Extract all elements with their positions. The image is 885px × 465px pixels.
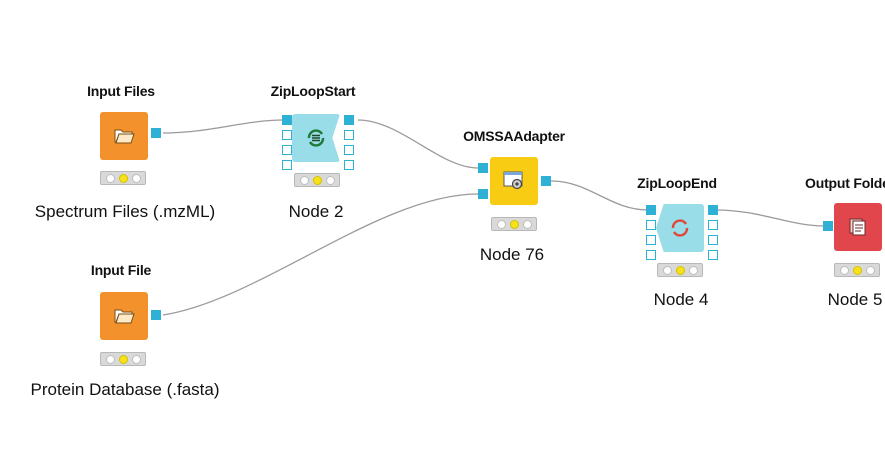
status-light-green xyxy=(689,266,698,275)
settings-window-icon xyxy=(503,171,523,190)
input-port[interactable] xyxy=(646,235,656,245)
input-port[interactable] xyxy=(282,160,292,170)
input-port[interactable] xyxy=(478,163,488,173)
node-title: ZipLoopEnd xyxy=(637,175,717,191)
node-label[interactable]: Node 5 xyxy=(827,290,883,309)
node-title: OMSSAAdapter xyxy=(463,128,565,144)
status-light-green xyxy=(326,176,335,185)
node-output-folder-body[interactable] xyxy=(834,203,882,251)
status-traffic-light xyxy=(100,352,146,366)
node-label[interactable]: Node 2 xyxy=(288,202,344,221)
node-title: Output Folder xyxy=(805,175,885,191)
output-port[interactable] xyxy=(344,115,354,125)
node-label[interactable]: Node 76 xyxy=(479,245,545,264)
input-port[interactable] xyxy=(282,145,292,155)
input-port[interactable] xyxy=(646,220,656,230)
status-light-red xyxy=(300,176,309,185)
status-light-red xyxy=(663,266,672,275)
output-port[interactable] xyxy=(151,128,161,138)
status-traffic-light xyxy=(834,263,880,277)
node-omssa-adapter-body[interactable] xyxy=(490,157,538,205)
output-port[interactable] xyxy=(708,235,718,245)
status-light-yellow xyxy=(313,176,322,185)
status-light-green xyxy=(866,266,875,275)
connection-input-files-to-zip-loop-start[interactable] xyxy=(162,119,284,134)
status-light-red xyxy=(840,266,849,275)
input-port[interactable] xyxy=(282,115,292,125)
output-port[interactable] xyxy=(708,250,718,260)
output-port[interactable] xyxy=(344,130,354,140)
input-port[interactable] xyxy=(282,130,292,140)
status-light-green xyxy=(132,174,141,183)
connection-zip-loop-start-to-omssa-adapter[interactable] xyxy=(357,119,479,169)
loop-end-icon xyxy=(671,219,689,237)
output-port[interactable] xyxy=(708,220,718,230)
output-port[interactable] xyxy=(708,205,718,215)
status-traffic-light xyxy=(491,217,537,231)
status-light-green xyxy=(132,355,141,364)
input-port[interactable] xyxy=(646,205,656,215)
node-label[interactable]: Protein Database (.fasta) xyxy=(30,380,220,399)
connection-zip-loop-end-to-output-folder[interactable] xyxy=(715,209,825,227)
output-port[interactable] xyxy=(541,176,551,186)
node-zip-loop-end-body[interactable] xyxy=(656,204,704,252)
status-traffic-light xyxy=(657,263,703,277)
input-port[interactable] xyxy=(646,250,656,260)
output-port[interactable] xyxy=(151,310,161,320)
status-light-red xyxy=(106,355,115,364)
status-light-red xyxy=(106,174,115,183)
loop-start-icon xyxy=(307,129,325,147)
folder-open-icon xyxy=(114,309,135,324)
node-input-file-body[interactable] xyxy=(100,292,148,340)
connection-omssa-adapter-to-zip-loop-end[interactable] xyxy=(550,180,649,211)
input-port[interactable] xyxy=(478,189,488,199)
status-light-yellow xyxy=(510,220,519,229)
node-label[interactable]: Node 4 xyxy=(653,290,709,309)
node-title: Input Files xyxy=(87,83,155,99)
status-light-yellow xyxy=(676,266,685,275)
output-port[interactable] xyxy=(344,145,354,155)
connection-input-file-to-omssa-adapter[interactable] xyxy=(162,193,479,316)
status-light-green xyxy=(523,220,532,229)
node-label[interactable]: Spectrum Files (.mzML) xyxy=(34,202,216,221)
node-input-files-body[interactable] xyxy=(100,112,148,160)
status-traffic-light xyxy=(100,171,146,185)
node-title: ZipLoopStart xyxy=(270,83,356,99)
status-traffic-light xyxy=(294,173,340,187)
status-light-yellow xyxy=(119,174,128,183)
output-files-icon xyxy=(849,218,866,236)
status-light-red xyxy=(497,220,506,229)
output-port[interactable] xyxy=(344,160,354,170)
status-light-yellow xyxy=(853,266,862,275)
status-light-yellow xyxy=(119,355,128,364)
node-zip-loop-start-body[interactable] xyxy=(292,114,340,162)
folder-open-icon xyxy=(114,129,135,144)
node-title: Input File xyxy=(90,262,152,278)
input-port[interactable] xyxy=(823,221,833,231)
